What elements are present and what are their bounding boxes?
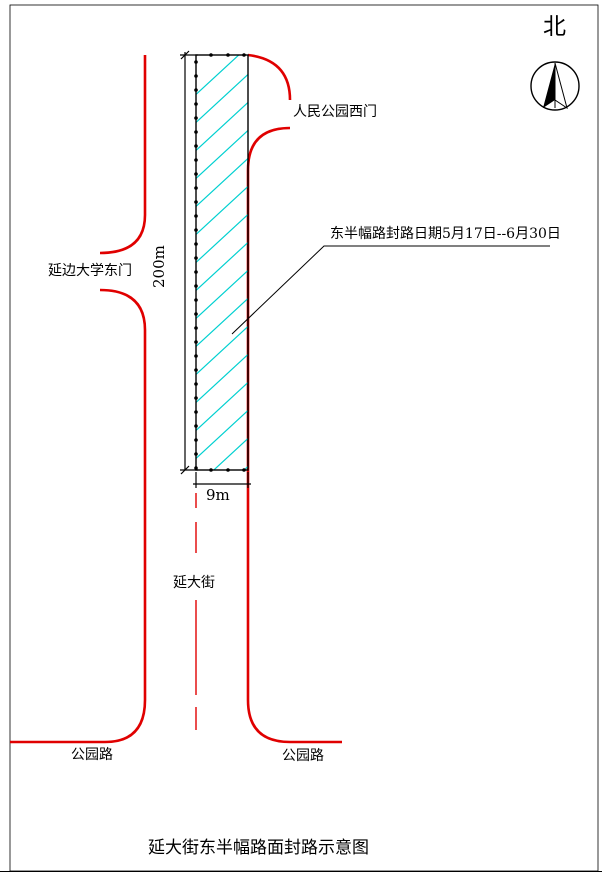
width-dimension-label: 9m: [206, 486, 230, 504]
closure-marker-dot: [194, 214, 198, 218]
diagram-title: 延大街东半幅路面封路示意图: [148, 838, 369, 858]
hatch-line: [196, 185, 248, 236]
closure-marker-dot: [194, 452, 198, 456]
park-road-left-label: 公园路: [71, 747, 113, 763]
closure-note: 东半幅路封路日期5月17日--6月30日: [330, 226, 561, 242]
hatch-line: [196, 241, 248, 292]
closure-marker-dot: [194, 256, 198, 260]
closure-marker-dot: [194, 130, 198, 134]
closure-marker-dot: [194, 144, 198, 148]
closure-marker-dot: [194, 298, 198, 302]
road-edge-west-upper: [99, 55, 147, 255]
closure-marker-dot: [194, 410, 198, 414]
length-dimension-label: 200m: [150, 245, 168, 288]
closed-area-hatch: [190, 55, 255, 576]
north-arrow-icon: [530, 61, 580, 111]
closure-marker-dot: [194, 60, 198, 64]
hatch-line: [212, 437, 248, 470]
closure-marker-dot: [194, 396, 198, 400]
closure-marker-dot: [194, 116, 198, 120]
closure-marker-dot: [194, 172, 198, 176]
hatch-line: [196, 101, 248, 152]
length-dimension: [180, 50, 198, 475]
closure-marker-dot: [194, 228, 198, 232]
hatch-line: [196, 157, 248, 208]
closure-marker-dot: [226, 53, 230, 57]
closure-markers: [194, 53, 246, 472]
closed-area-outline: [195, 54, 249, 471]
road-edge-west-lower: [10, 288, 147, 744]
closure-marker-dot: [194, 326, 198, 330]
hatch-line: [196, 297, 248, 348]
closure-marker-dot: [194, 186, 198, 190]
hatch-line: [196, 325, 248, 376]
hatch-line: [196, 381, 248, 432]
road-edge-east-gate-top: [247, 53, 292, 101]
closure-marker-dot: [194, 354, 198, 358]
closure-marker-dot: [242, 53, 246, 57]
closure-marker-dot: [194, 312, 198, 316]
closure-marker-dot: [194, 88, 198, 92]
closure-marker-dot: [194, 368, 198, 372]
closure-marker-dot: [242, 468, 246, 472]
hatch-line: [190, 516, 255, 576]
hatch-line: [196, 269, 248, 320]
closure-note-leader: [231, 245, 550, 335]
closure-marker-dot: [194, 284, 198, 288]
hatch-line: [196, 73, 248, 124]
hatch-line: [196, 409, 248, 460]
closure-marker-dot: [194, 200, 198, 204]
closure-marker-dot: [226, 468, 230, 472]
closure-marker-dot: [194, 270, 198, 274]
road-edges: [10, 53, 342, 744]
closure-marker-dot: [194, 242, 198, 246]
closure-marker-dot: [194, 382, 198, 386]
hatch-line: [196, 129, 248, 180]
closure-marker-dot: [209, 468, 213, 472]
width-dimension: [193, 472, 251, 488]
north-label: 北: [543, 14, 566, 40]
university-east-gate-label: 延边大学东门: [48, 263, 132, 279]
closure-marker-dot: [194, 102, 198, 106]
hatch-line: [196, 55, 240, 96]
closure-marker-dot: [194, 424, 198, 428]
closure-marker-dot: [194, 438, 198, 442]
closure-marker-dot: [194, 340, 198, 344]
closure-marker-dot: [209, 53, 213, 57]
road-edge-east-lower: [246, 126, 342, 744]
park-west-gate-label: 人民公园西门: [293, 104, 377, 120]
street-name-label: 延大街: [173, 575, 215, 591]
closure-marker-dot: [194, 466, 198, 470]
hatch-line: [196, 213, 248, 264]
closure-marker-dot: [194, 158, 198, 162]
park-road-right-label: 公园路: [282, 748, 324, 764]
hatch-line: [196, 353, 248, 404]
closure-marker-dot: [194, 74, 198, 78]
